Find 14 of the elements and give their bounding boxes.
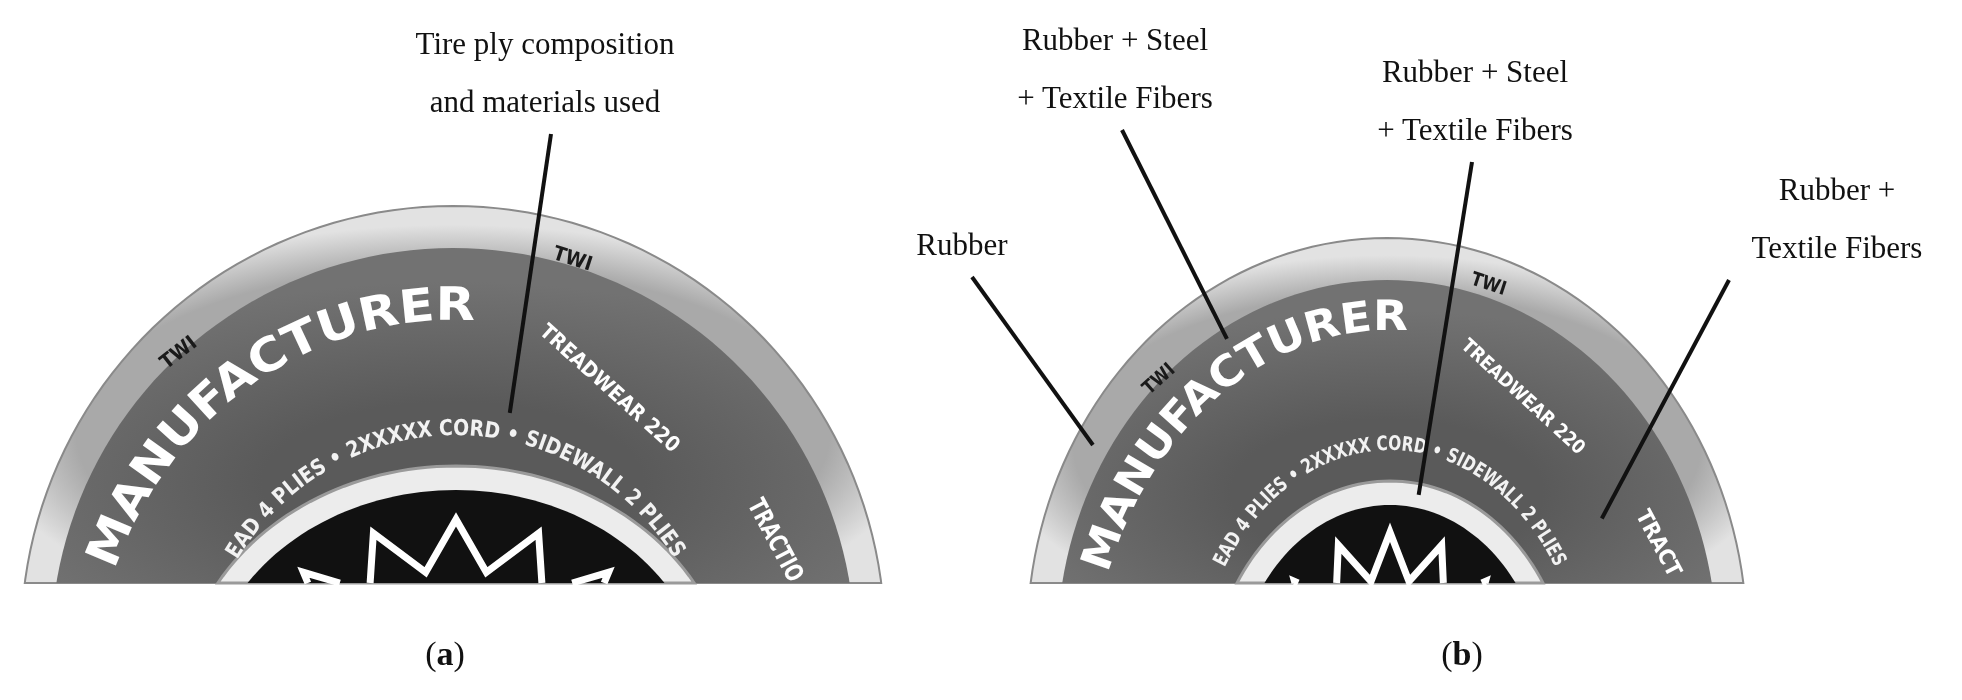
leader-line [1416,161,1474,496]
leader-line [1600,279,1731,520]
callout-text: Rubber + Steel + Textile Fibers [1376,53,1574,149]
leader-line [1120,129,1229,340]
leader-line [970,275,1095,447]
callout-text: Tire ply composition and materials used [414,25,676,121]
tire-marking: TWI [550,240,599,277]
callout-text: Rubber + Steel + Textile Fibers [1016,21,1214,117]
leader-line [507,133,553,414]
callout-text: Rubber + Textile Fibers [1750,171,1924,267]
callout-text: Rubber [916,226,1008,264]
tire-marking: TWI [1468,267,1515,301]
panel-label: (a) [425,635,465,673]
panel-label: (b) [1441,635,1483,673]
